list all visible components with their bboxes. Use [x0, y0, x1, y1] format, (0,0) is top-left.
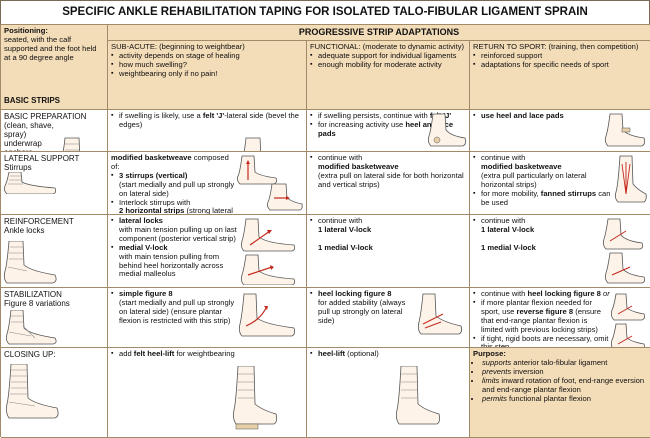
heel-lift-foot-icon: [232, 366, 278, 430]
closing-functional-text: heel-lift (optional): [310, 349, 466, 359]
taped-foot-icon: [62, 137, 81, 151]
return-item: reinforced support: [473, 51, 647, 61]
purpose-item: permits functional plantar flexion: [482, 394, 647, 404]
row-title: LATERAL SUPPORT: [4, 154, 80, 163]
row-subtitle: Figure 8 variations: [4, 299, 70, 308]
closing-subacute-text: add felt heel-lift for weightbearing: [111, 349, 303, 359]
row-label-closing: CLOSING UP:: [1, 348, 108, 438]
subacute-title: SUB-ACUTE: (beginning to weightbear): [111, 42, 245, 51]
functional-title: FUNCTIONAL: (moderate to dynamic activit…: [310, 42, 465, 51]
lateral-return-text: for more mobility, fanned stirrups can b…: [473, 189, 613, 208]
row-subtitle: Ankle locks: [4, 226, 45, 235]
reinforcement-functional-text: 1 medial V-lock: [318, 242, 373, 252]
row-label-reinforcement: REINFORCEMENT Ankle locks: [1, 215, 108, 288]
figure-8-foot-icon: [5, 310, 57, 345]
row-title: REINFORCEMENT: [4, 217, 74, 226]
purpose-box: Purpose: supports anterior talo-fibular …: [470, 348, 650, 438]
closing-functional: heel-lift (optional): [307, 348, 470, 438]
felt-j-foot-icon: [243, 137, 262, 151]
return-header: RETURN TO SPORT: (training, then competi…: [470, 41, 650, 110]
taping-table: Positioning: seated, with the calf suppo…: [0, 24, 650, 438]
row-label-basic: BASIC PREPARATION (clean, shave, spray) …: [1, 110, 108, 152]
stabilization-return-text: continue with heel locking figure 8 or: [473, 289, 611, 299]
lateral-subacute: modified basketweave composed of: 3 stir…: [108, 152, 307, 215]
purpose-item: supports anterior talo-fibular ligament: [482, 358, 647, 368]
row-label-stabilization: STABILIZATION Figure 8 variations: [1, 288, 108, 348]
reinforcement-return-text: 1 medial V-lock: [481, 242, 536, 252]
lateral-subacute-text: modified basketweave composed of: 3 stir…: [111, 153, 235, 214]
row-subtitle: Stirrups: [4, 163, 32, 172]
closing-subacute: add felt heel-lift for weightbearing: [108, 348, 307, 438]
lace-pad-foot-icon: [604, 113, 646, 147]
stirrup-foot-icon: [3, 172, 57, 194]
subacute-item: weightbearing only if no pain!: [111, 69, 303, 79]
reverse-figure-8-icon: [610, 293, 646, 347]
subacute-header: SUB-ACUTE: (beginning to weightbear) act…: [108, 41, 307, 110]
progressive-heading: PROGRESSIVE STRIP ADAPTATIONS: [108, 25, 650, 41]
basic-return: use heel and lace pads: [470, 110, 650, 152]
stabilization-return: continue with heel locking figure 8 or i…: [470, 288, 650, 348]
heel-pad-foot-icon: [427, 113, 467, 147]
fanned-stirrup-icon: [614, 155, 647, 203]
functional-item: enough mobility for moderate activity: [310, 60, 466, 70]
row-title: BASIC PREPARATION: [4, 112, 87, 121]
stirrup-arrows-icon: [236, 155, 303, 211]
stabilization-subacute-text: simple figure 8(start medially and pull …: [111, 289, 235, 326]
basic-return-text: use heel and lace pads: [473, 111, 647, 121]
stabilization-return-text: if more plantar flexion needed for sport…: [473, 298, 611, 335]
row-title: STABILIZATION: [4, 290, 62, 299]
basic-subacute: if swelling is likely, use a felt 'J'-la…: [108, 110, 307, 152]
purpose-title: Purpose:: [473, 349, 506, 358]
return-item: adaptations for specific needs of sport: [473, 60, 647, 70]
purpose-item: limits inward rotation of foot, end-rang…: [482, 376, 647, 395]
basic-subacute-text: if swelling is likely, use a felt 'J'-la…: [111, 111, 303, 130]
stabilization-subacute: simple figure 8(start medially and pull …: [108, 288, 307, 348]
basic-functional-text: for increasing activity use heel and lac…: [310, 120, 466, 139]
purpose-item: prevents inversion: [482, 367, 647, 377]
functional-header: FUNCTIONAL: (moderate to dynamic activit…: [307, 41, 470, 110]
figure-8-arrows-icon: [238, 293, 296, 337]
ankle-lock-foot-icon: [3, 241, 57, 284]
subacute-item: how much swelling?: [111, 60, 303, 70]
positioning-label: Positioning:: [4, 26, 48, 35]
page-title: SPECIFIC ANKLE REHABILITATION TAPING FOR…: [0, 0, 650, 25]
subacute-item: activity depends on stage of healing: [111, 51, 303, 61]
heel-lift-optional-icon: [395, 366, 441, 425]
stabilization-return-text: if tight, rigid boots are necessary, omi…: [473, 334, 611, 347]
row-title: CLOSING UP:: [4, 350, 56, 359]
basic-functional: if swelling persists, continue with felt…: [307, 110, 470, 152]
return-title: RETURN TO SPORT: (training, then competi…: [473, 42, 639, 51]
row-label-lateral: LATERAL SUPPORT Stirrups: [1, 152, 108, 215]
v-lock-foot-icon: [602, 218, 646, 284]
positioning-cell: Positioning: seated, with the calf suppo…: [1, 25, 108, 110]
lock-arrows-icon: [240, 218, 296, 285]
heel-lock-foot-icon: [417, 293, 463, 335]
row-subtitle: (clean, shave, spray) underwrap anchors: [4, 121, 54, 151]
closing-foot-icon: [5, 364, 59, 419]
positioning-text: seated, with the calf supported and the …: [4, 34, 97, 62]
functional-item: adequate support for individual ligament…: [310, 51, 466, 61]
basic-strips-label: BASIC STRIPS: [4, 96, 61, 106]
